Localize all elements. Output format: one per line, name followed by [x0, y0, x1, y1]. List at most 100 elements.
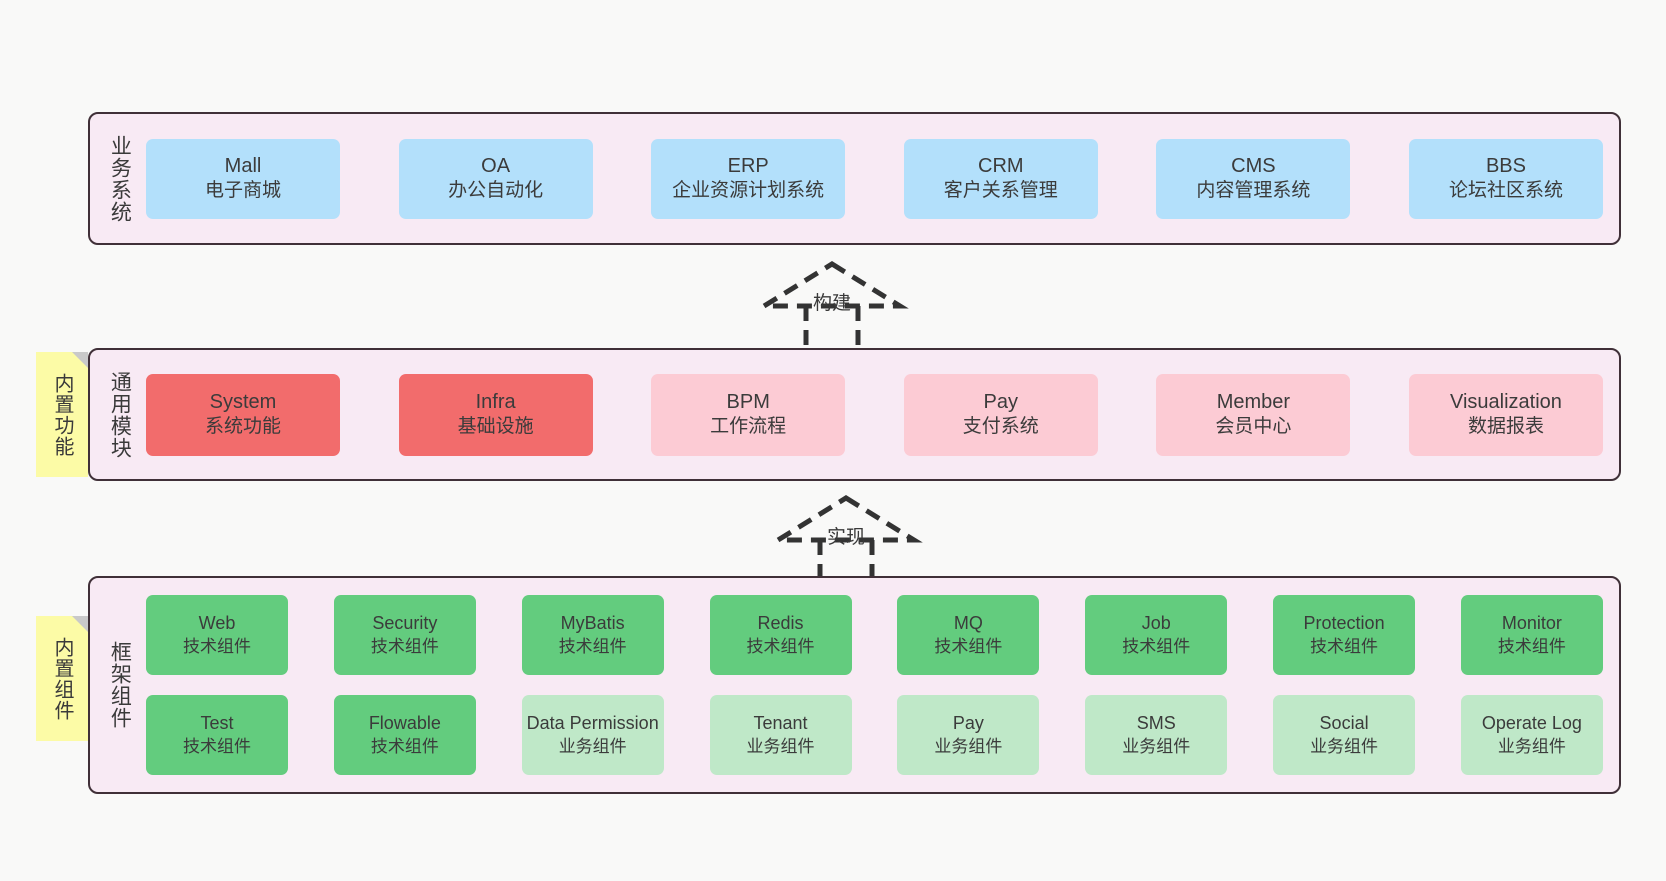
card-security[interactable]: Security 技术组件 — [333, 595, 476, 675]
note-builtin-component: 内置组件 — [36, 616, 88, 741]
card-title-en: Monitor — [1501, 613, 1562, 634]
card-bpm[interactable]: BPM 工作流程 — [651, 373, 846, 456]
layer-body-business-system: Mall 电子商城 OA 办公自动化 ERP 企业资源计划系统 CRM 客户关系… — [142, 114, 1619, 243]
layer-framework-component: 框架组件 Web 技术组件 Security 技术组件 MyBatis 技术组件… — [88, 576, 1621, 794]
connector-label: 构建 — [812, 293, 852, 314]
card-title-en: Job — [1141, 613, 1171, 634]
card-title-cn: 技术组件 — [1497, 636, 1566, 656]
card-title-cn: 系统功能 — [204, 416, 281, 438]
card-title-en: Flowable — [368, 713, 441, 734]
card-title-cn: 技术组件 — [183, 636, 251, 656]
card-operate-log[interactable]: Operate Log 业务组件 — [1460, 695, 1603, 775]
card-redis[interactable]: Redis 技术组件 — [709, 595, 852, 675]
card-mq[interactable]: MQ 技术组件 — [897, 595, 1040, 675]
card-oa[interactable]: OA 办公自动化 — [398, 138, 593, 219]
card-tenant[interactable]: Tenant 业务组件 — [709, 695, 852, 775]
card-row: Test 技术组件 Flowable 技术组件 Data Permission … — [146, 695, 1603, 775]
card-title-en: Tenant — [753, 713, 808, 734]
card-title-en: Test — [200, 713, 234, 734]
card-title-en: Social — [1319, 713, 1369, 734]
card-title-cn: 技术组件 — [746, 636, 815, 656]
card-title-en: Visualization — [1450, 391, 1562, 414]
page-fold-icon — [72, 616, 88, 632]
card-flowable[interactable]: Flowable 技术组件 — [333, 695, 476, 775]
card-job[interactable]: Job 技术组件 — [1085, 595, 1228, 675]
connector-implement: 实现 — [766, 492, 926, 582]
card-title-en: Operate Log — [1481, 713, 1582, 734]
card-title-cn: 技术组件 — [934, 636, 1003, 656]
card-title-cn: 支付系统 — [962, 416, 1039, 438]
layer-title-common-module: 通用模块 — [108, 370, 132, 459]
card-title-en: Web — [198, 613, 236, 634]
card-visualization[interactable]: Visualization 数据报表 — [1408, 373, 1603, 456]
card-title-cn: 论坛社区系统 — [1448, 180, 1563, 202]
card-title-cn: 企业资源计划系统 — [672, 180, 825, 202]
card-title-en: Mall — [224, 155, 262, 178]
card-row: Mall 电子商城 OA 办公自动化 ERP 企业资源计划系统 CRM 客户关系… — [146, 138, 1603, 219]
card-cms[interactable]: CMS 内容管理系统 — [1156, 138, 1351, 219]
layer-business-system: 业务系统 Mall 电子商城 OA 办公自动化 ERP 企业资源计划系统 CRM… — [88, 112, 1621, 245]
card-title-cn: 电子商城 — [204, 180, 281, 202]
card-mall[interactable]: Mall 电子商城 — [146, 138, 340, 219]
connector-label: 实现 — [826, 527, 866, 548]
card-title-en: MyBatis — [560, 613, 625, 634]
card-data-permission[interactable]: Data Permission 业务组件 — [521, 695, 664, 775]
card-erp[interactable]: ERP 企业资源计划系统 — [651, 138, 846, 219]
card-title-en: CRM — [978, 155, 1024, 178]
card-title-cn: 办公自动化 — [448, 180, 544, 202]
card-title-cn: 技术组件 — [1310, 636, 1379, 656]
card-web[interactable]: Web 技术组件 — [146, 595, 288, 675]
card-protection[interactable]: Protection 技术组件 — [1273, 595, 1416, 675]
layer-common-module: 通用模块 System 系统功能 Infra 基础设施 BPM 工作流程 Pay… — [88, 348, 1621, 481]
layer-title-framework-component: 框架组件 — [108, 641, 132, 729]
card-title-en: OA — [481, 155, 511, 178]
layer-body-framework-component: Web 技术组件 Security 技术组件 MyBatis 技术组件 Redi… — [142, 578, 1619, 792]
card-sms[interactable]: SMS 业务组件 — [1085, 695, 1228, 775]
card-bbs[interactable]: BBS 论坛社区系统 — [1408, 138, 1603, 219]
card-title-cn: 业务组件 — [1122, 736, 1191, 756]
card-system[interactable]: System 系统功能 — [146, 373, 340, 456]
connector-build: 构建 — [752, 258, 912, 348]
card-title-cn: 技术组件 — [558, 636, 627, 656]
card-title-en: BBS — [1485, 155, 1526, 178]
page-fold-icon — [72, 352, 88, 368]
card-title-cn: 技术组件 — [370, 636, 439, 656]
card-mybatis[interactable]: MyBatis 技术组件 — [521, 595, 664, 675]
card-title-cn: 技术组件 — [370, 736, 439, 756]
card-title-cn: 技术组件 — [183, 736, 251, 756]
generalization-arrow-icon — [769, 495, 923, 582]
card-social[interactable]: Social 业务组件 — [1273, 695, 1416, 775]
card-title-en: BPM — [726, 391, 770, 414]
card-title-cn: 基础设施 — [457, 416, 534, 438]
card-title-en: CMS — [1231, 155, 1276, 178]
card-title-en: Pay — [952, 713, 984, 734]
card-title-en: System — [209, 391, 277, 414]
card-pay-module[interactable]: Pay 支付系统 — [903, 373, 1098, 456]
card-pay-component[interactable]: Pay 业务组件 — [897, 695, 1040, 775]
card-title-cn: 业务组件 — [746, 736, 815, 756]
card-member[interactable]: Member 会员中心 — [1156, 373, 1351, 456]
card-title-en: Infra — [475, 391, 516, 414]
card-title-en: Member — [1216, 391, 1291, 414]
note-label: 内置组件 — [51, 636, 73, 721]
card-infra[interactable]: Infra 基础设施 — [398, 373, 593, 456]
card-title-en: Pay — [983, 391, 1019, 414]
card-title-en: Data Permission — [526, 713, 659, 734]
card-title-cn: 客户关系管理 — [943, 180, 1058, 202]
note-label: 内置功能 — [51, 372, 73, 457]
card-monitor[interactable]: Monitor 技术组件 — [1460, 595, 1603, 675]
card-title-cn: 业务组件 — [1310, 736, 1379, 756]
card-title-cn: 会员中心 — [1215, 416, 1292, 438]
card-title-en: MQ — [953, 613, 983, 634]
layer-body-common-module: System 系统功能 Infra 基础设施 BPM 工作流程 Pay 支付系统… — [142, 350, 1619, 479]
note-builtin-feature: 内置功能 — [36, 352, 88, 477]
card-test[interactable]: Test 技术组件 — [146, 695, 288, 775]
card-title-en: Redis — [757, 613, 804, 634]
card-title-en: ERP — [727, 155, 769, 178]
card-crm[interactable]: CRM 客户关系管理 — [903, 138, 1098, 219]
card-row: System 系统功能 Infra 基础设施 BPM 工作流程 Pay 支付系统… — [146, 373, 1603, 456]
generalization-arrow-icon — [755, 261, 909, 348]
card-row: Web 技术组件 Security 技术组件 MyBatis 技术组件 Redi… — [146, 595, 1603, 675]
card-title-cn: 业务组件 — [558, 736, 627, 756]
card-title-cn: 业务组件 — [934, 736, 1003, 756]
